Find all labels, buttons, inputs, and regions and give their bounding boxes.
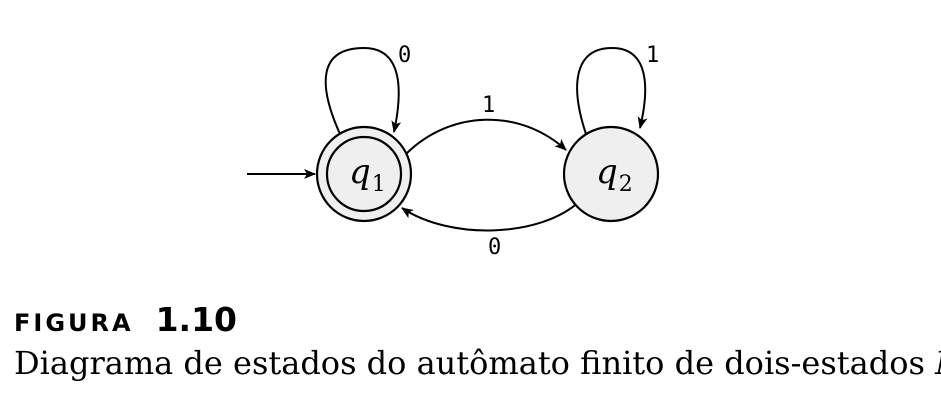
figure-description-text: Diagrama de estados do autômato finito d…	[14, 344, 936, 382]
state-q2: q2	[562, 125, 660, 223]
transition-q1-q2-label: 1	[482, 93, 495, 118]
state-q2-subscript: 2	[619, 172, 633, 197]
transition-q2-to-q1	[401, 200, 581, 232]
transition-q2-self-loop	[576, 46, 648, 135]
transition-q1-to-q2	[405, 118, 567, 155]
figure-heading: FIGURA 1.10	[14, 303, 934, 336]
state-q1-name: q	[349, 152, 371, 192]
figure-description: Diagrama de estados do autômato finito d…	[14, 344, 941, 386]
transition-q1-self-loop	[324, 46, 402, 135]
figure-caption: FIGURA 1.10 Diagrama de estados do autôma…	[14, 303, 941, 386]
transition-q2-self-label: 1	[646, 43, 659, 68]
state-diagram: 0 1 1 0 q1 q2	[247, 43, 660, 260]
state-q1-subscript: 1	[372, 172, 386, 197]
svg-text:q1: q1	[349, 152, 386, 197]
figure-number: 1.10	[155, 300, 237, 339]
transition-q2-q1-label: 0	[488, 235, 501, 260]
transition-q1-self-label: 0	[398, 43, 411, 68]
machine-name: M3	[935, 344, 941, 382]
figure-word: FIGURA	[14, 309, 134, 337]
state-q2-name: q	[596, 152, 618, 192]
svg-text:q2: q2	[596, 152, 633, 197]
state-q1: q1	[315, 125, 413, 223]
